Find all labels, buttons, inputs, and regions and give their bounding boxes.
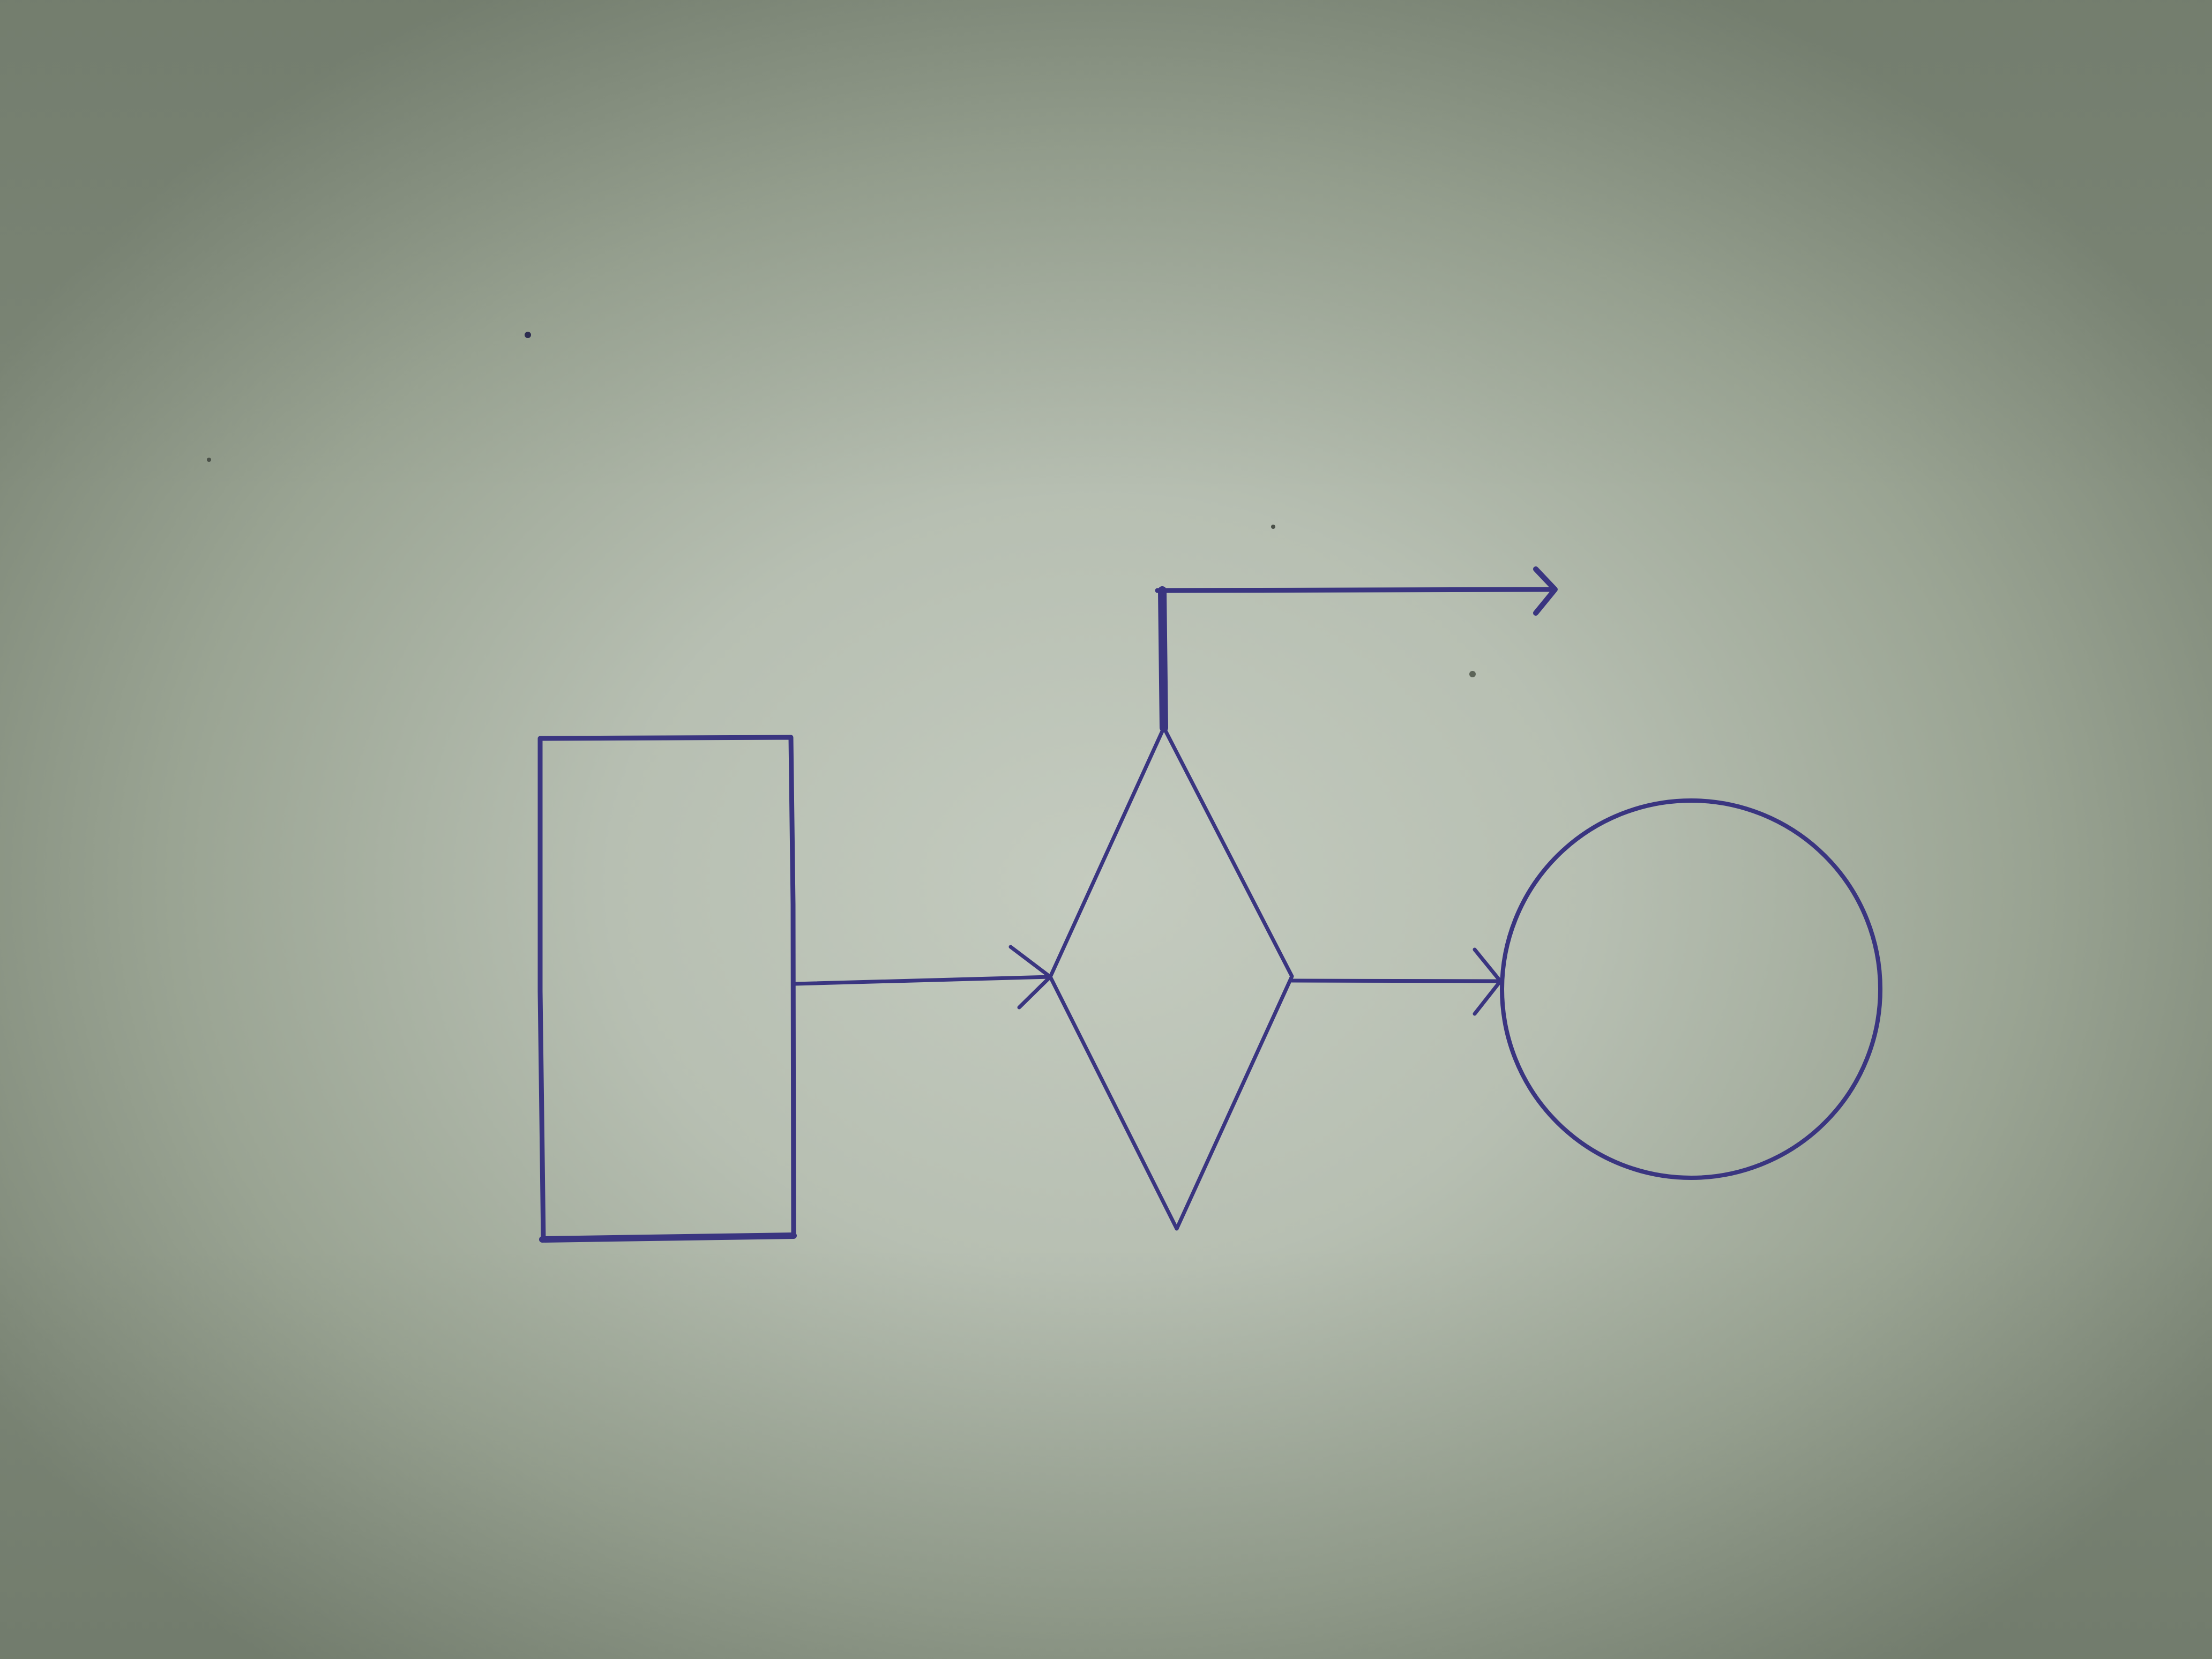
paper-speck xyxy=(525,332,531,338)
connector-decision-branch-right xyxy=(1155,587,1558,593)
terminal-circle xyxy=(1500,798,1882,1180)
paper-speck xyxy=(1469,671,1476,677)
arrowhead-off-page xyxy=(1533,566,1558,616)
connector-box-to-decision xyxy=(793,975,1052,986)
decision-diamond xyxy=(1048,726,1294,1231)
process-box-bottom-edge xyxy=(539,1232,797,1243)
connector-decision-branch-up xyxy=(1158,586,1168,732)
paper-speck xyxy=(207,458,211,462)
paper-speck xyxy=(1271,525,1275,529)
process-box xyxy=(537,735,796,1243)
